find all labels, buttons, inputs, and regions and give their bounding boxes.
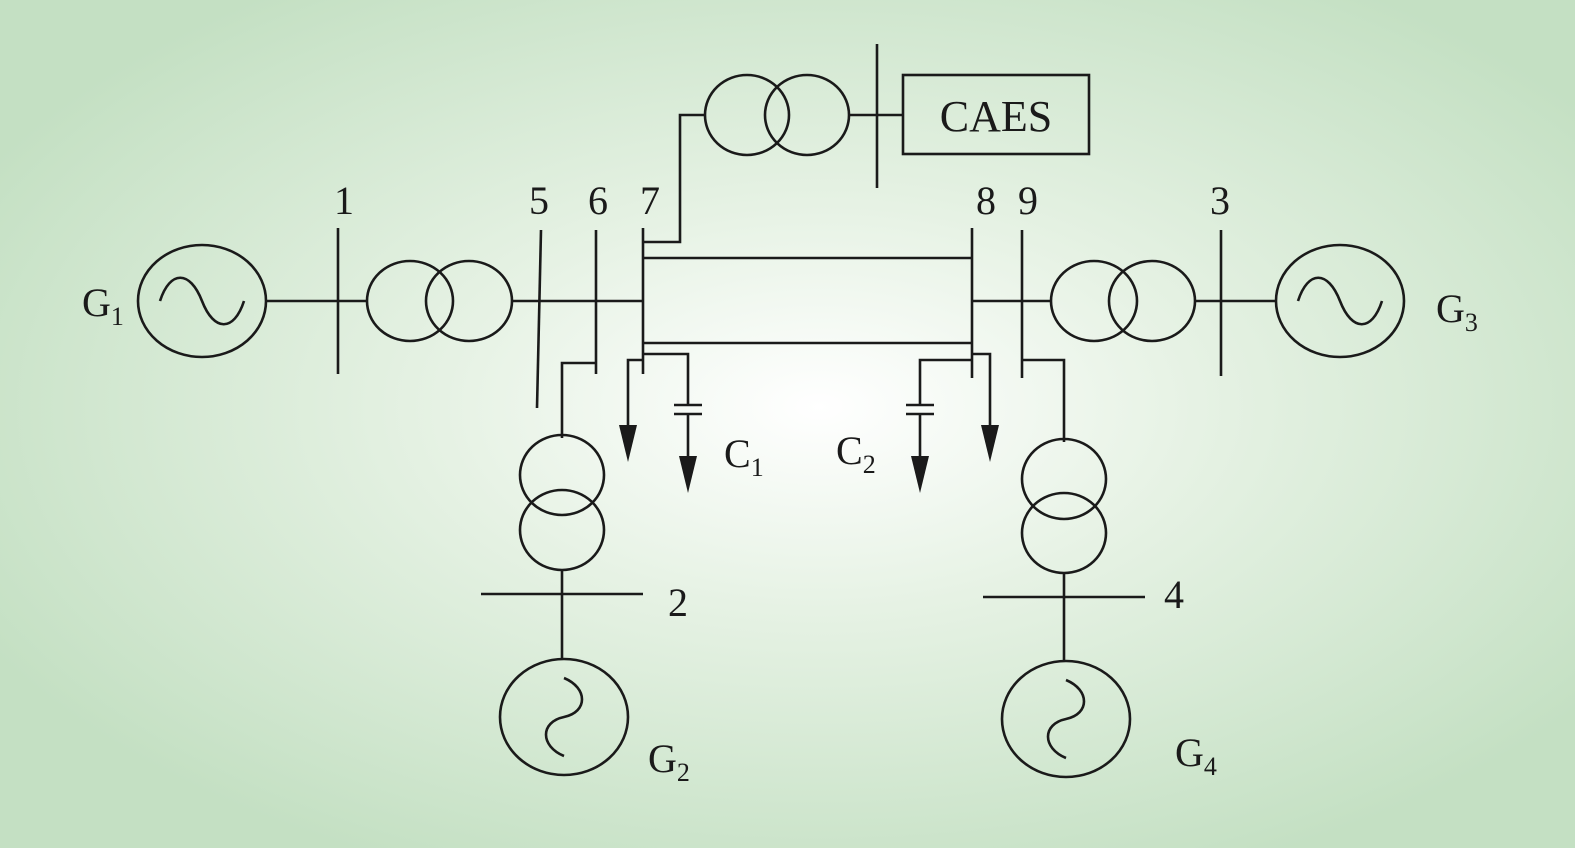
generator-label-g2: G2 [648,736,690,787]
capacitor-c1 [643,352,702,493]
capacitor-label-c1: C1 [724,431,764,482]
generator-label-g3: G3 [1436,286,1478,337]
bus-label-8: 8 [976,178,996,223]
load-bus8 [972,352,999,462]
bus-label-4: 4 [1164,572,1184,617]
line-bus9-t4 [1022,358,1066,442]
transformer-caes [703,73,851,157]
bus-label-2: 2 [668,580,688,625]
bus-label-7: 7 [640,178,660,223]
transformer-t1 [365,259,514,343]
bus-label-3: 3 [1210,178,1230,223]
line-bus6-t2 [560,361,596,438]
generator-label-g1: G1 [82,280,124,331]
caes-box [901,73,1091,156]
generator-g3 [1274,243,1406,359]
capacitor-label-c2: C2 [836,428,876,479]
generator-g4 [1000,659,1132,779]
load-bus7 [619,358,643,462]
bus-5 [535,229,543,409]
generator-g2 [498,657,630,777]
generator-label-g4: G4 [1175,730,1217,781]
caes-label: CAES [940,92,1052,141]
transformer-t2 [518,433,606,572]
transformer-t3 [1049,259,1197,343]
bus-label-5: 5 [529,178,549,223]
capacitor-c2 [906,358,972,493]
bus-label-6: 6 [588,178,608,223]
bus-label-1: 1 [334,178,354,223]
generator-g1 [136,243,268,359]
line-bus7-caes-transformer [643,113,706,244]
bus-label-9: 9 [1018,178,1038,223]
transformer-t4 [1020,437,1108,575]
